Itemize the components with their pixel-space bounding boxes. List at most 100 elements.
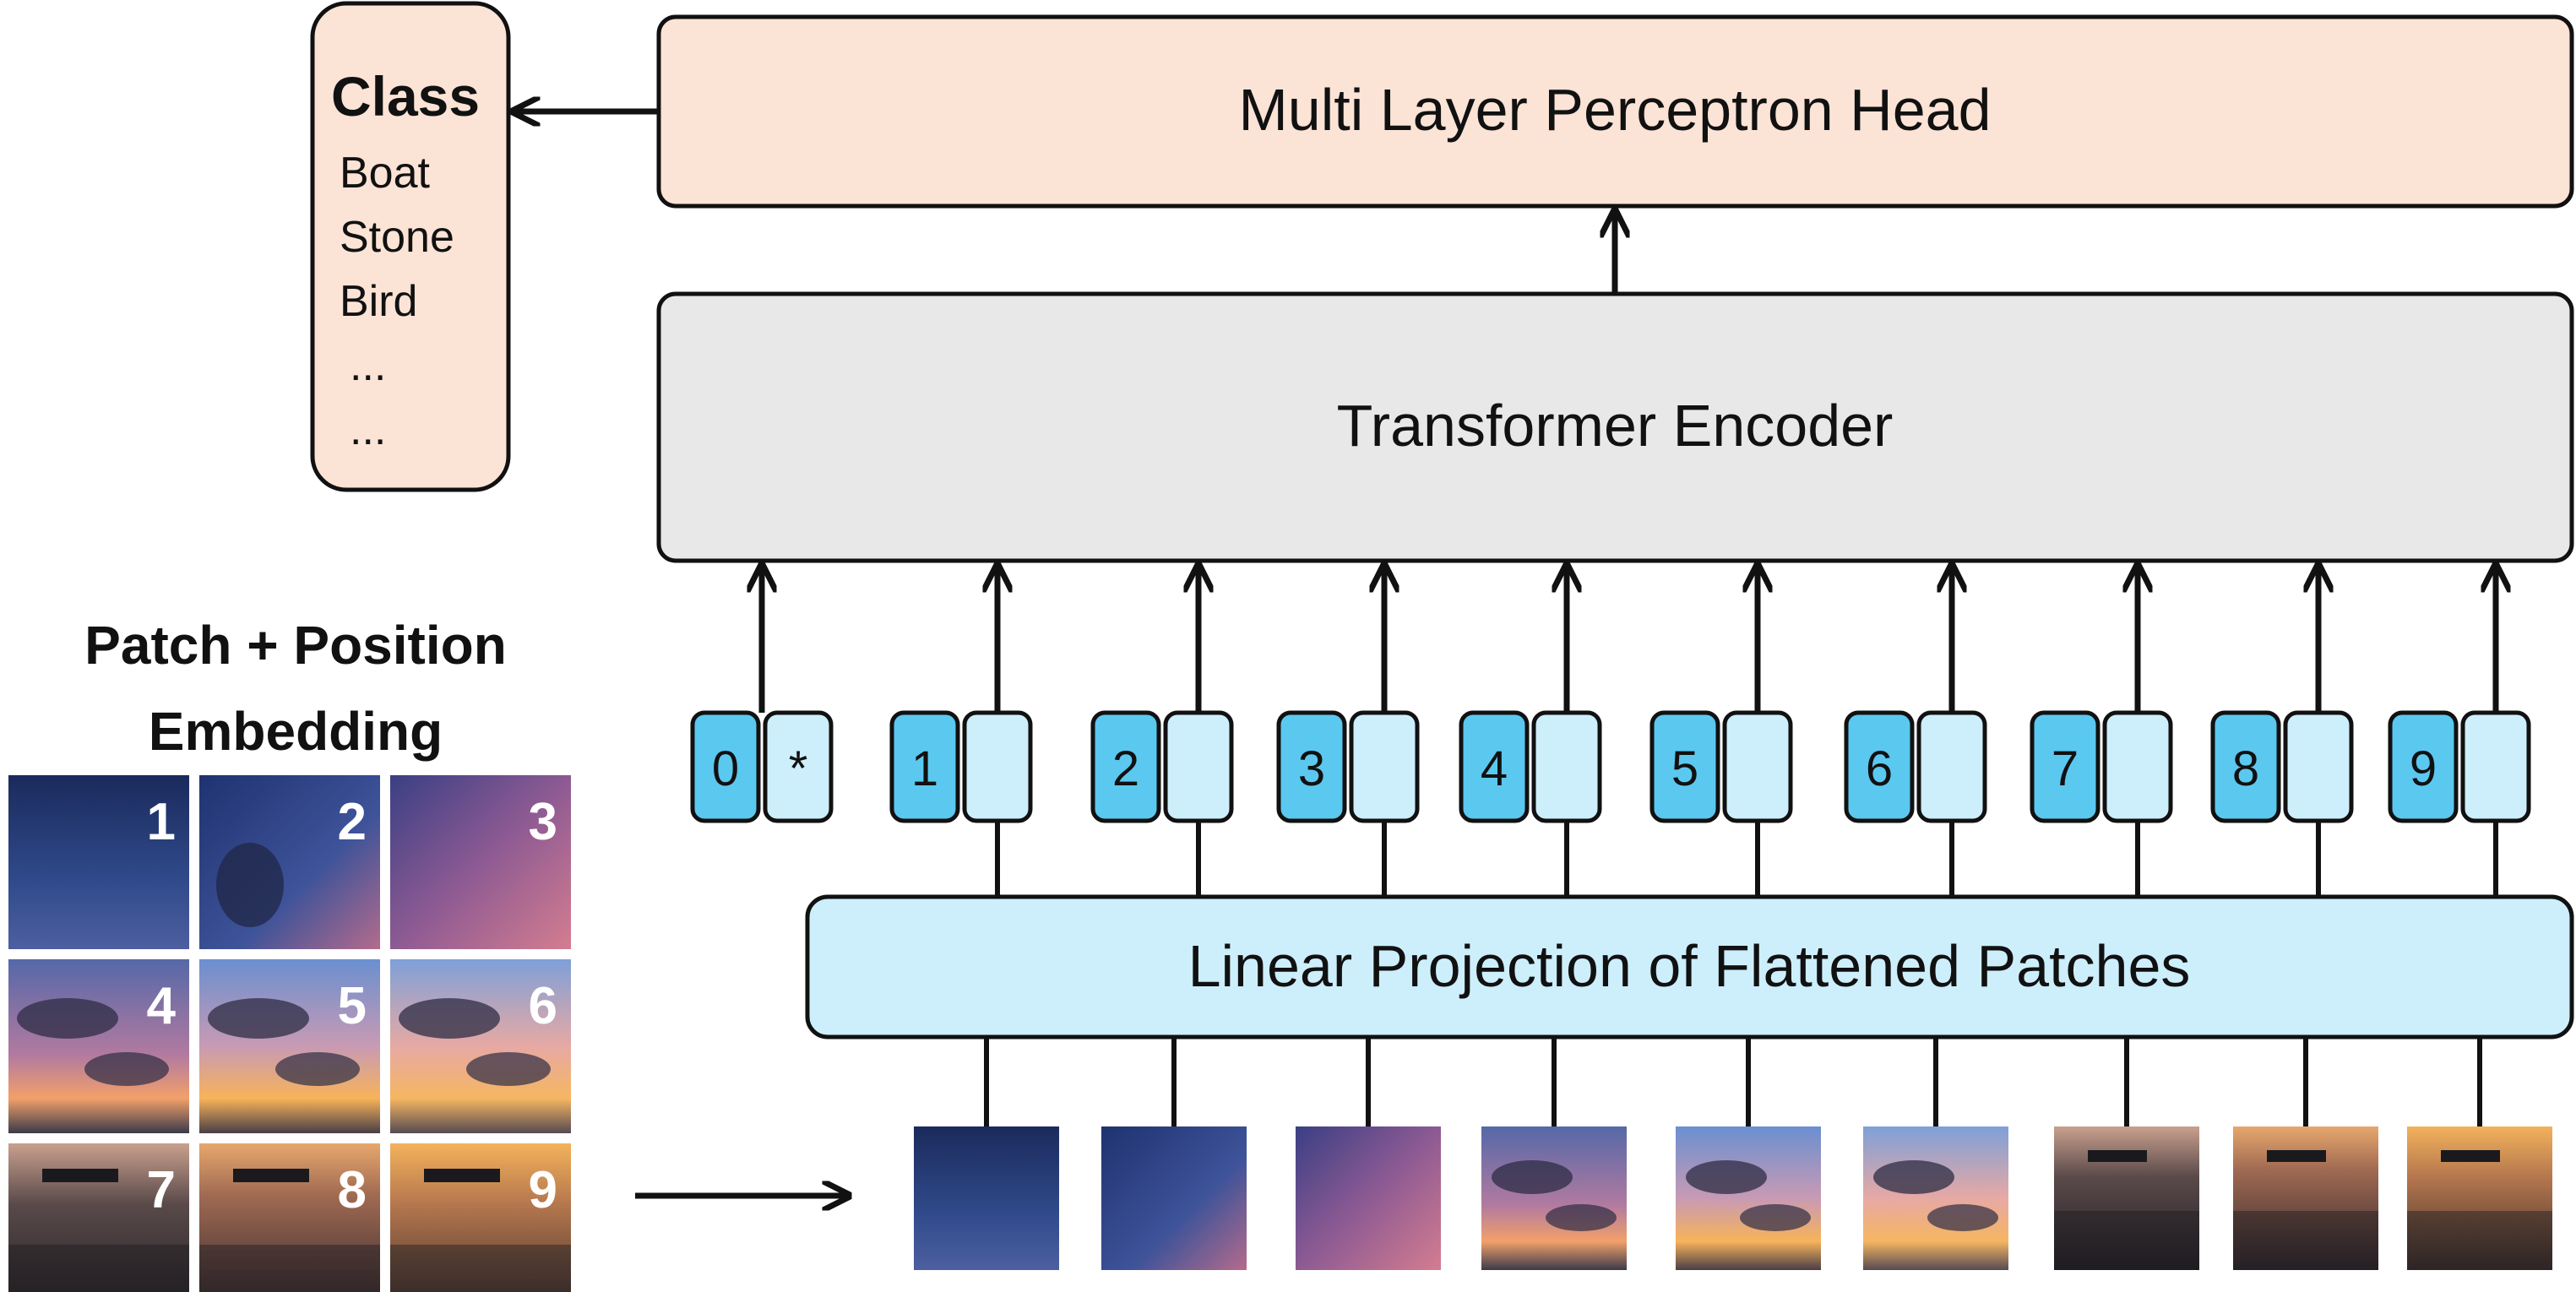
projection-frame [805,894,2574,1040]
embedding-token [1722,710,1793,823]
position-token [690,710,761,823]
flattened-patch-1 [914,1126,1059,1270]
cloud-shape [1873,1160,1954,1194]
position-token-label: 2 [1112,741,1139,796]
flattened-patch-8 [2233,1126,2378,1270]
flattened-patch-6 [1863,1126,2008,1270]
position-token-label: 7 [2052,741,2079,796]
boat-shape [42,1169,118,1182]
grid-patch-image [390,1143,571,1292]
patch-image [1101,1126,1247,1270]
flattened-patch-5 [1676,1126,1821,1270]
grid-patch-8: 8 [199,1143,380,1292]
boat-shape [233,1169,309,1182]
class-item: Stone [340,213,454,262]
flattened-patch-2 [1101,1126,1247,1270]
flattened-patch-row [914,1126,2552,1270]
embedding-token [1163,710,1234,823]
grid-patch-2: 2 [199,775,380,949]
grid-patch-image [390,775,571,949]
patch-embedding-title-line1: Patch + Position [84,615,507,676]
grid-patch-image [199,959,380,1133]
encoder-label: Transformer Encoder [1337,393,1894,459]
position-token-label: 9 [2410,741,2437,796]
embedding-token [2460,710,2531,823]
grid-patch-9: 9 [390,1143,571,1292]
position-token-label: 6 [1866,741,1893,796]
boat-shape [424,1169,500,1182]
patch-embedding-title-line2: Embedding [149,701,443,762]
cloud-shape [1740,1204,1811,1231]
token-group-5: 5 [1649,710,1793,823]
token-group-1: 1 [889,710,1033,823]
grid-patch-number: 5 [338,977,367,1035]
embedding-token [1916,710,1987,823]
projection-label: Linear Projection of Flattened Patches [1188,933,2191,999]
patch-image [1296,1126,1441,1270]
linear-projection-block: Linear Projection of Flattened Patches [805,894,2574,1040]
cloud-shape [1686,1160,1767,1194]
token-group-6: 6 [1844,710,1987,823]
class-item: Boat [340,149,431,198]
token-group-4: 4 [1459,710,1602,823]
cloud-shape [275,1052,360,1086]
position-token-label: 1 [911,741,938,796]
cloud-shape [1927,1204,1998,1231]
embedding-token [2283,710,2354,823]
grid-patch-number: 4 [147,977,177,1035]
flattened-patch-9 [2407,1126,2552,1270]
grid-patch-image [390,959,571,1133]
token-group-9: 9 [2388,710,2531,823]
embedding-token [1531,710,1602,823]
patch-image [1676,1126,1821,1270]
water-shape [2054,1211,2199,1270]
flattened-patch-7 [2054,1126,2199,1270]
patch-image [1481,1126,1627,1270]
position-token [2030,710,2100,823]
grid-patch-number: 6 [529,977,557,1035]
embedding-token [763,710,834,823]
grid-patch-5: 5 [199,959,380,1133]
position-token [1844,710,1915,823]
grid-patch-7: 7 [8,1143,189,1292]
cloud-shape [399,998,500,1039]
boat-shape [2267,1150,2326,1162]
grid-patch-1: 1 [8,775,189,949]
grid-patch-3: 3 [390,775,571,949]
grid-patch-image [8,1143,189,1292]
grid-patch-image [199,1143,380,1292]
mlp-head-label: Multi Layer Perceptron Head [1239,77,1992,143]
position-token-label: 8 [2232,741,2259,796]
position-token [2388,710,2459,823]
grid-patch-image [8,959,189,1133]
cloud-shape [84,1052,169,1086]
cloud-shape [216,843,284,927]
water-shape [8,1245,189,1292]
cloud-shape [208,998,309,1039]
token-group-7: 7 [2030,710,2173,823]
embedding-token [2102,710,2173,823]
grid-patch-6: 6 [390,959,571,1133]
token-group-2: 2 [1090,710,1234,823]
class-box-frame [310,1,511,492]
cloud-shape [466,1052,551,1086]
position-token [1459,710,1530,823]
class-item: ... [350,341,386,390]
grid-patch-number: 1 [147,793,176,851]
water-shape [2407,1211,2552,1270]
token-group-0: 0* [690,710,834,823]
grid-patch-number: 2 [338,793,367,851]
flattened-patch-4 [1481,1126,1627,1270]
grid-patch-number: 9 [529,1161,557,1219]
patch-image [1863,1126,2008,1270]
position-token-label: 4 [1481,741,1508,796]
position-token [889,710,960,823]
position-token-label: 3 [1298,741,1325,796]
position-token-label: 0 [712,741,739,796]
embedding-token [1349,710,1420,823]
cloud-shape [1546,1204,1617,1231]
cloud-shape [17,998,118,1039]
position-token [1276,710,1347,823]
